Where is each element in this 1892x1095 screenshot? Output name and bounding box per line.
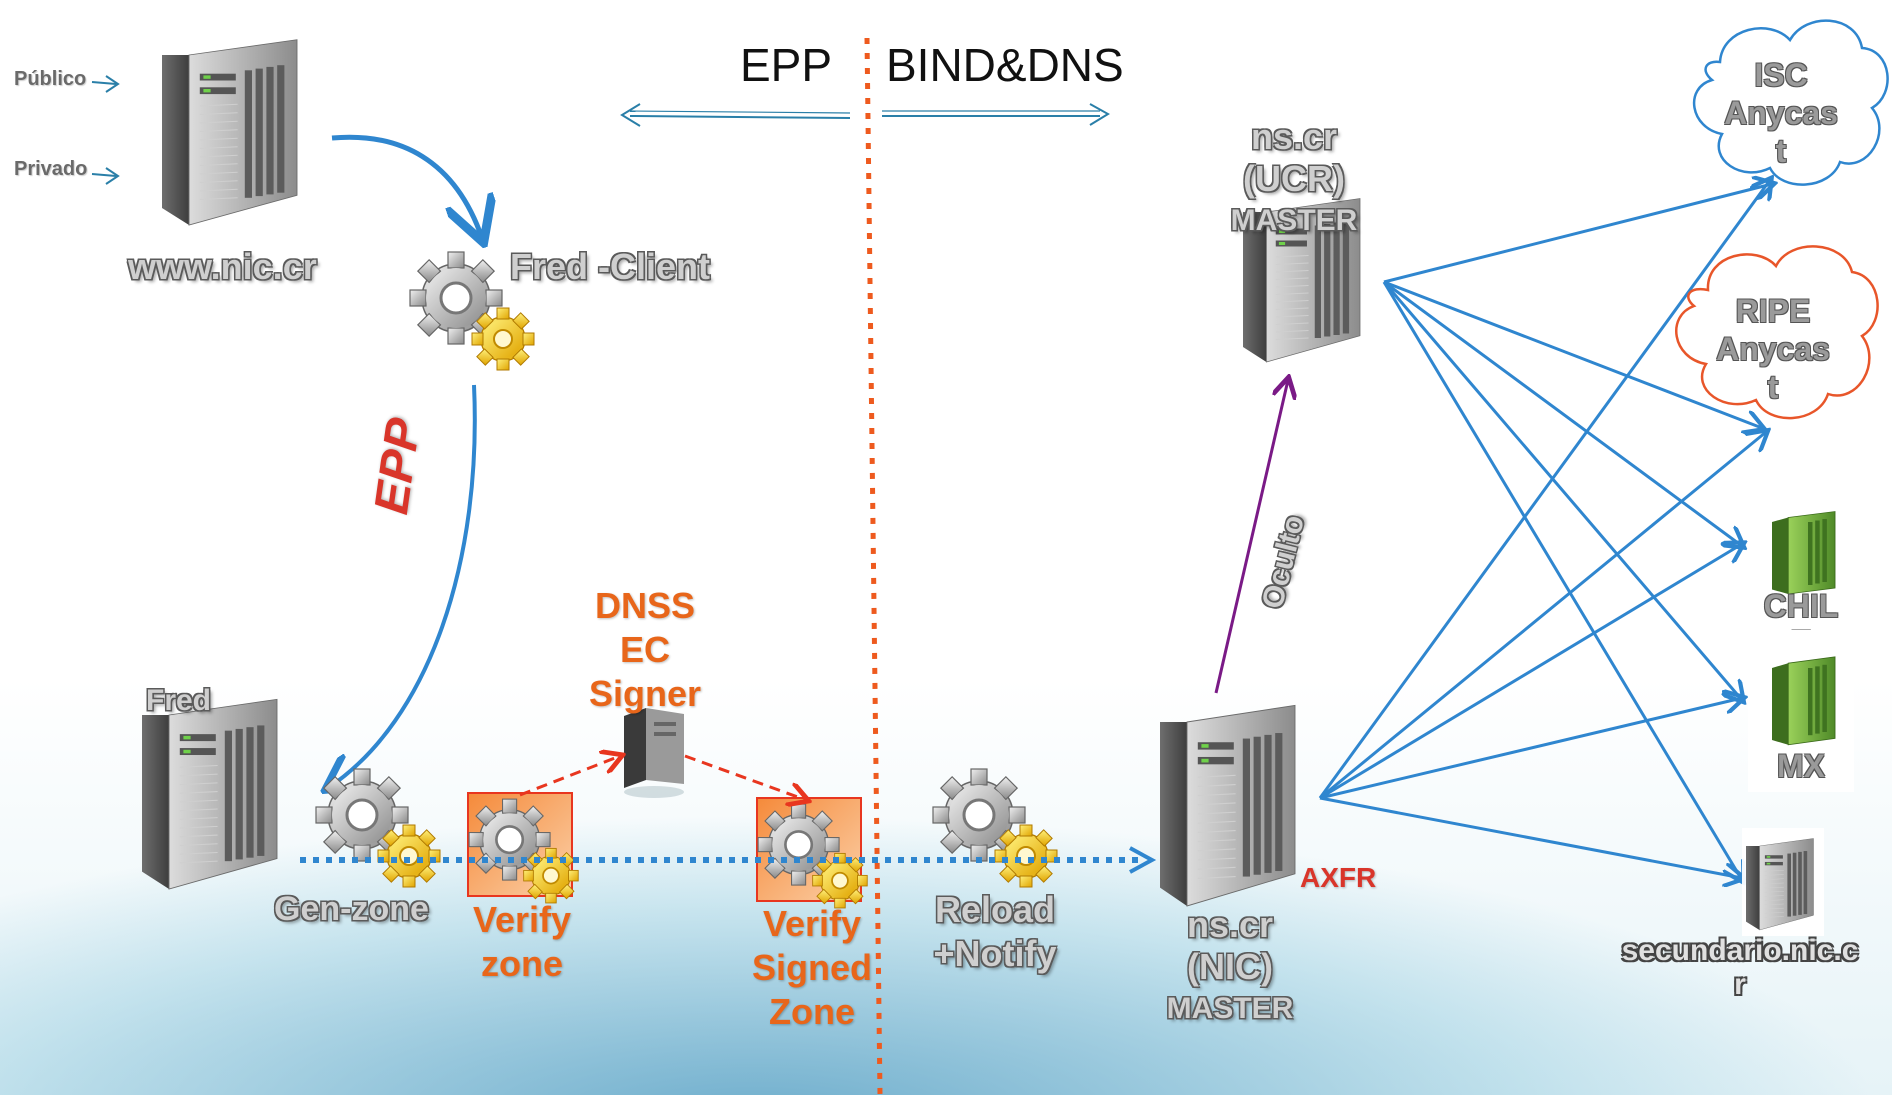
ns-nic-server-icon bbox=[1159, 704, 1296, 907]
mx-server-icon bbox=[1771, 656, 1836, 746]
ripe-anycast-cloud bbox=[1675, 245, 1879, 420]
isc-line-3: t bbox=[1775, 133, 1787, 169]
dnssec-signer-label: DNSS EC Signer bbox=[580, 584, 710, 716]
ripe-anycast-label: RIPE Anycas t bbox=[1708, 292, 1838, 406]
ripe-line-3: t bbox=[1767, 369, 1779, 405]
dnssec-signer-server-icon bbox=[624, 708, 684, 798]
privado-label: Privado bbox=[14, 158, 88, 180]
ns-ucr-line-3: MASTER bbox=[1230, 204, 1358, 237]
publico-arrow bbox=[91, 75, 120, 93]
axfr-label: AXFR bbox=[1300, 862, 1377, 893]
ns-ucr-line-2: (UCR) bbox=[1243, 158, 1345, 199]
ripe-line-2: Anycas bbox=[1716, 331, 1830, 367]
secundario-server-icon bbox=[1745, 838, 1814, 931]
to-signer-arrow bbox=[519, 756, 620, 797]
secundario-line-1: secundario.nic.c bbox=[1621, 934, 1859, 967]
epp-direction-arrow bbox=[620, 103, 851, 127]
isc-line-2: Anycas bbox=[1724, 95, 1838, 131]
secundario-line-2: r bbox=[1734, 968, 1746, 1001]
ns-nic-line-1: ns.cr bbox=[1186, 904, 1274, 945]
from-signer-arrow bbox=[684, 754, 806, 800]
dnssec-line-1: DNSS bbox=[594, 585, 696, 626]
reload-notify-label: Reload +Notify bbox=[920, 888, 1070, 976]
web-server-icon bbox=[161, 39, 298, 226]
publico-label: Público bbox=[14, 68, 87, 90]
bind-direction-arrow bbox=[882, 103, 1110, 126]
ns-nic-line-2: (NIC) bbox=[1187, 946, 1273, 987]
verify-signed-zone-label: Verify Signed Zone bbox=[742, 902, 882, 1034]
reload-notify-gear-icon bbox=[931, 767, 1059, 889]
chile-line-1: CHIL bbox=[1763, 588, 1839, 624]
header-bind-dns-label: BIND&DNS bbox=[886, 39, 1124, 91]
verify-zone-line-1: Verify bbox=[472, 899, 572, 940]
ns-nic-line-3: MASTER bbox=[1166, 992, 1294, 1025]
isc-anycast-cloud bbox=[1692, 19, 1889, 186]
verify-signed-line-2: Signed bbox=[751, 947, 872, 988]
privado-arrow bbox=[91, 167, 120, 185]
verify-signed-line-3: Zone bbox=[769, 991, 855, 1032]
secundario-label: secundario.nic.c r bbox=[1610, 934, 1870, 1002]
web-server-label: www.nic.cr bbox=[128, 246, 317, 287]
notify-line-2: +Notify bbox=[933, 933, 1057, 974]
gen-zone-gear-icon bbox=[314, 767, 442, 889]
isc-line-1: ISC bbox=[1754, 57, 1808, 93]
ns-ucr-line-1: ns.cr bbox=[1250, 116, 1338, 157]
ucr-fanout-lines bbox=[1382, 184, 1772, 880]
fred-client-label: Fred -Client bbox=[510, 246, 711, 287]
oculto-arrow bbox=[1214, 380, 1288, 694]
pipeline-arrowhead bbox=[1129, 846, 1157, 874]
epp-bind-divider bbox=[864, 37, 883, 1095]
fred-server-icon bbox=[141, 698, 278, 890]
fred-label: Fred bbox=[146, 684, 212, 717]
reload-line-1: Reload bbox=[934, 889, 1056, 930]
ns-ucr-label: ns.cr (UCR) MASTER bbox=[1224, 116, 1364, 242]
chile-line-2: E bbox=[1748, 624, 1854, 630]
web-to-client-arrow bbox=[331, 134, 482, 238]
chile-label: CHIL E bbox=[1748, 588, 1854, 630]
verify-zone-label: Verify zone bbox=[468, 898, 576, 986]
gen-zone-label: Gen-zone bbox=[274, 890, 429, 928]
verify-signed-line-1: Verify bbox=[762, 903, 862, 944]
mx-label: MX bbox=[1777, 748, 1825, 784]
ripe-line-1: RIPE bbox=[1735, 293, 1811, 329]
dnssec-line-3: Signer bbox=[588, 673, 702, 714]
header-epp-label: EPP bbox=[740, 39, 833, 91]
chile-server-icon bbox=[1771, 511, 1836, 595]
epp-arrow bbox=[328, 384, 477, 788]
ns-nic-label: ns.cr (NIC) MASTER bbox=[1150, 904, 1310, 1030]
dnssec-line-2: EC bbox=[619, 629, 670, 670]
isc-anycast-label: ISC Anycas t bbox=[1716, 56, 1846, 170]
verify-zone-line-2: zone bbox=[480, 943, 563, 984]
nic-fanout-lines bbox=[1318, 180, 1770, 878]
